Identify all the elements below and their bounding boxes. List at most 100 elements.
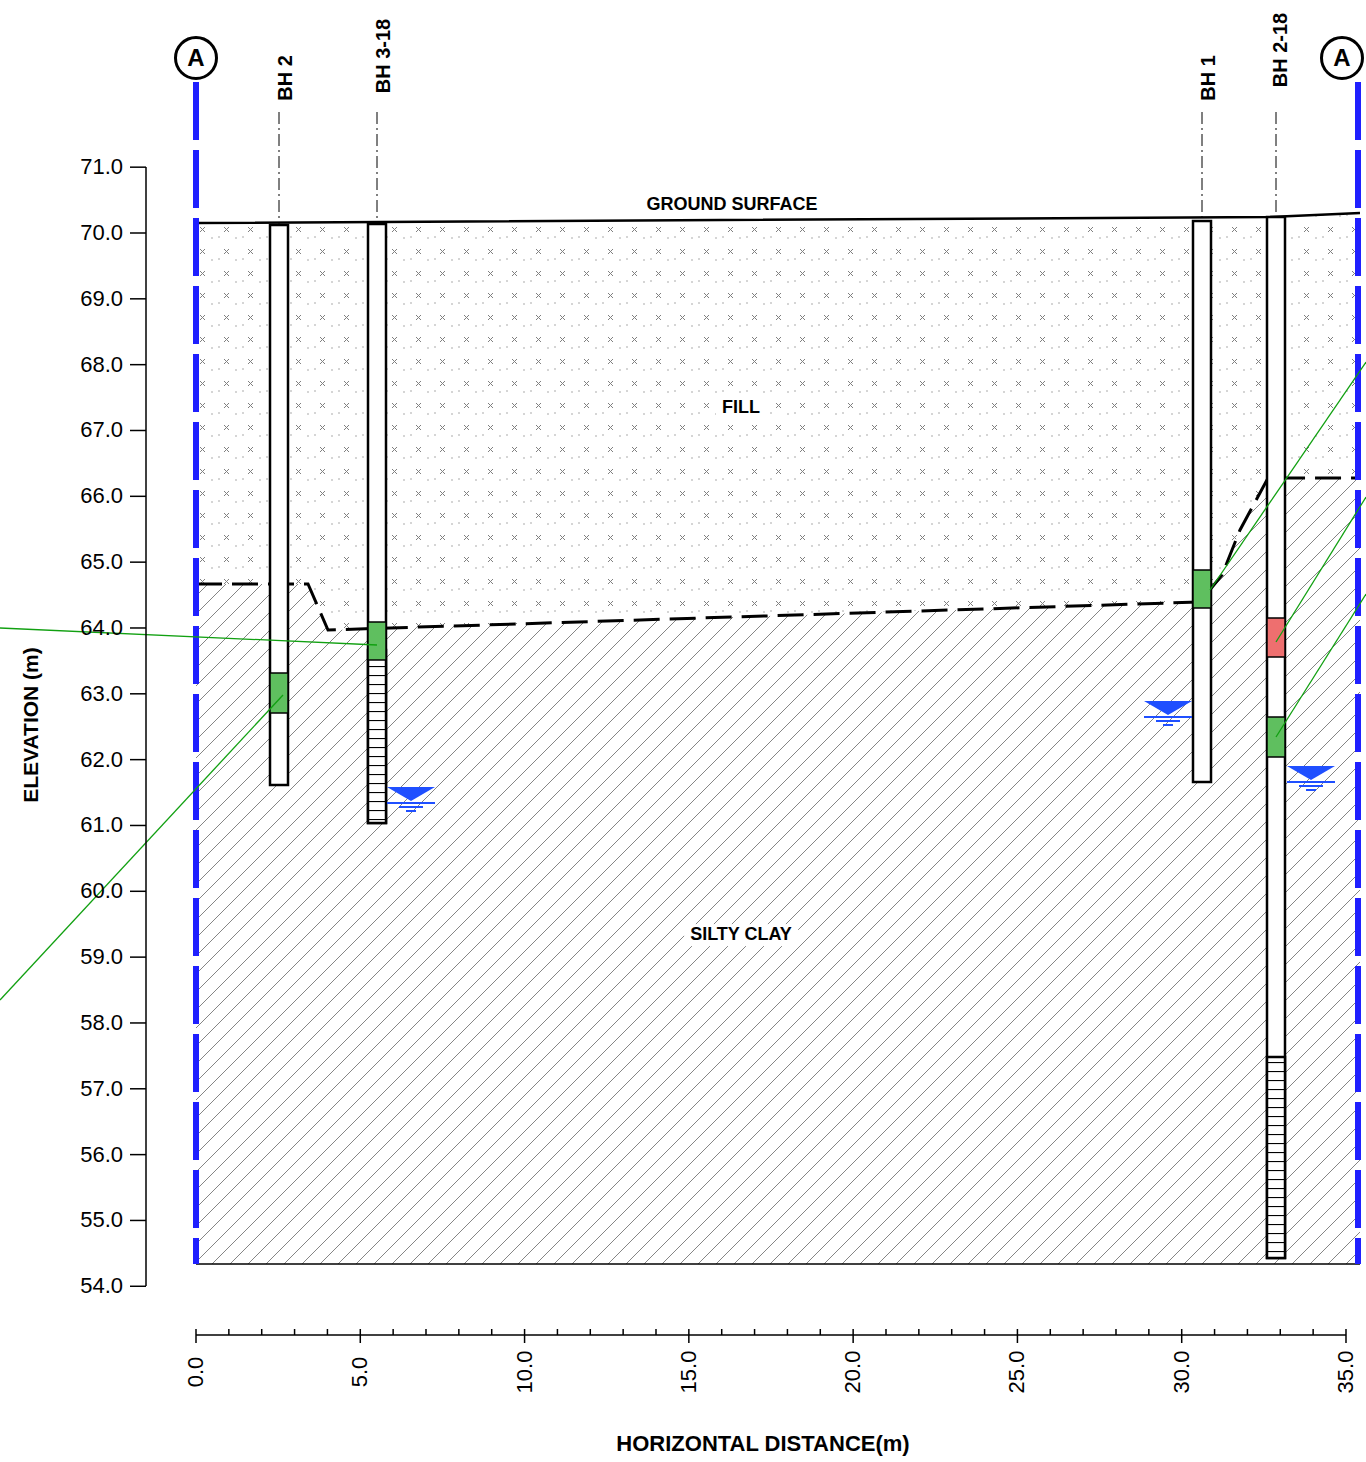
x-tick — [984, 1329, 986, 1335]
y-tick — [130, 693, 146, 695]
x-tick — [655, 1329, 657, 1335]
x-tick — [688, 1329, 690, 1343]
borehole — [1193, 221, 1211, 782]
sample-marker — [1193, 570, 1211, 608]
stratum-label: SILTY CLAY — [684, 924, 798, 946]
x-tick — [557, 1329, 559, 1335]
section-bottom-line — [196, 1263, 1360, 1265]
well-screen — [368, 650, 386, 823]
section-line — [1355, 82, 1361, 1264]
elevation-tick-label: 54.0 — [80, 1274, 123, 1298]
distance-tick-label: 30.0 — [1170, 1351, 1194, 1394]
distance-tick-label: 0.0 — [184, 1357, 208, 1388]
ground-surface-line — [196, 213, 1360, 223]
x-tick — [1280, 1329, 1282, 1335]
y-tick — [130, 1286, 146, 1288]
elevation-tick-label: 71.0 — [80, 155, 123, 179]
x-tick — [1050, 1329, 1052, 1335]
x-tick — [524, 1329, 526, 1343]
x-tick — [1115, 1329, 1117, 1335]
distance-tick-label: 25.0 — [1005, 1351, 1029, 1394]
axis-title: HORIZONTAL DISTANCE(m) — [616, 1432, 909, 1456]
x-tick — [392, 1329, 394, 1335]
x-tick — [754, 1329, 756, 1335]
elevation-tick-label: 62.0 — [80, 748, 123, 772]
elevation-tick-label: 59.0 — [80, 945, 123, 969]
x-tick — [195, 1329, 197, 1343]
section-marker: A — [174, 36, 218, 80]
borehole-label: BH 1 — [1197, 55, 1219, 101]
x-tick — [787, 1329, 789, 1335]
elevation-tick-label: 70.0 — [80, 221, 123, 245]
y-tick — [130, 298, 146, 300]
y-tick — [130, 627, 146, 629]
x-tick — [1017, 1329, 1019, 1343]
section-line — [193, 82, 199, 1264]
elevation-tick-label: 60.0 — [80, 879, 123, 903]
elevation-tick-label: 55.0 — [80, 1208, 123, 1232]
x-tick — [1082, 1329, 1084, 1335]
x-tick — [360, 1329, 362, 1343]
y-tick — [130, 1220, 146, 1222]
well-screen — [1267, 1057, 1285, 1258]
y-axis — [145, 167, 147, 1286]
borehole-axes — [279, 112, 1276, 224]
x-tick — [491, 1329, 493, 1335]
x-tick — [294, 1329, 296, 1335]
x-tick — [1181, 1329, 1183, 1343]
elevation-tick-label: 65.0 — [80, 550, 123, 574]
borehole — [270, 225, 288, 785]
x-tick — [820, 1329, 822, 1335]
y-tick — [130, 364, 146, 366]
sample-leaders — [0, 362, 1366, 1000]
ground-surface-label: GROUND SURFACE — [646, 195, 817, 215]
y-tick — [130, 956, 146, 958]
elevation-tick-label: 69.0 — [80, 287, 123, 311]
y-tick — [130, 166, 146, 168]
y-tick — [130, 1088, 146, 1090]
axis-title: ELEVATION (m) — [19, 647, 42, 803]
borehole — [1267, 217, 1285, 1258]
x-tick — [721, 1329, 723, 1335]
x-tick — [1148, 1329, 1150, 1335]
elevation-tick-label: 64.0 — [80, 616, 123, 640]
borehole-label: BH 3-18 — [372, 19, 394, 93]
sample-marker — [368, 622, 386, 660]
distance-tick-label: 15.0 — [677, 1351, 701, 1394]
boreholes — [270, 217, 1285, 1258]
elevation-tick-label: 58.0 — [80, 1011, 123, 1035]
x-tick — [228, 1329, 230, 1335]
x-tick — [590, 1329, 592, 1335]
y-tick — [130, 825, 146, 827]
elevation-tick-label: 67.0 — [80, 418, 123, 442]
distance-tick-label: 5.0 — [348, 1357, 372, 1388]
distance-tick-label: 20.0 — [841, 1351, 865, 1394]
x-tick — [261, 1329, 263, 1335]
x-tick — [1214, 1329, 1216, 1335]
x-tick — [458, 1329, 460, 1335]
x-tick — [1247, 1329, 1249, 1335]
distance-tick-label: 35.0 — [1334, 1351, 1358, 1394]
section-letter: A — [1333, 44, 1350, 72]
y-tick — [130, 891, 146, 893]
y-tick — [130, 232, 146, 234]
x-axis — [196, 1334, 1346, 1336]
borehole — [368, 224, 386, 823]
y-tick — [130, 1022, 146, 1024]
elevation-tick-label: 56.0 — [80, 1143, 123, 1167]
section-letter: A — [187, 44, 204, 72]
x-tick — [918, 1329, 920, 1335]
x-tick — [622, 1329, 624, 1335]
elevation-tick-label: 68.0 — [80, 353, 123, 377]
x-tick — [327, 1329, 329, 1335]
x-tick — [951, 1329, 953, 1335]
borehole-label: BH 2 — [274, 55, 296, 101]
y-tick — [130, 561, 146, 563]
elevation-tick-label: 66.0 — [80, 484, 123, 508]
y-tick — [130, 430, 146, 432]
elevation-tick-label: 57.0 — [80, 1077, 123, 1101]
y-tick — [130, 496, 146, 498]
x-tick — [885, 1329, 887, 1335]
